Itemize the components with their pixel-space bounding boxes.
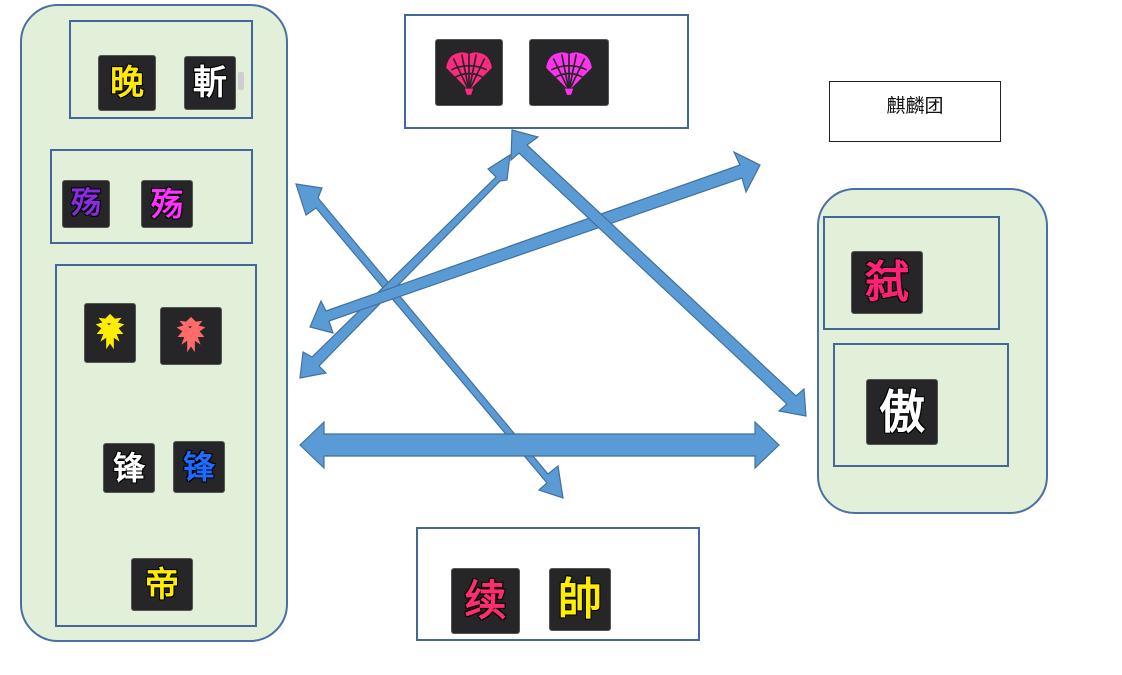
arrow-left-to-right [299,420,780,470]
right-box-2 [833,343,1009,467]
eagle-icon-shape [176,316,206,353]
guild-icon-feng-white: 锋 [103,443,155,493]
arrow-left-to-bottom [295,183,564,499]
arrow-left-to-top [299,153,511,379]
fan-icon [435,39,503,106]
left-box-3 [55,264,257,627]
fan-icon-shape [446,51,492,95]
guild-icon-ao: 傲 [866,379,938,445]
guild-icon-zhan: 斬 [184,56,236,110]
left-box-1 [69,20,253,119]
left-box-2 [50,149,253,244]
guild-icon-shang-magenta: 殇 [141,180,193,228]
guild-icon-di: 帝 [131,558,193,611]
right-box-1 [823,216,1000,330]
fan-icon [529,39,609,106]
edge-marker [238,72,244,90]
arrow-left-to-label [309,150,761,334]
guild-icon-shi: 弑 [851,251,923,314]
guild-label: 麒麟团 [829,81,1001,142]
eagle-icon [84,303,136,363]
fan-icon-shape [546,51,592,95]
guild-icon-shuai: 帥 [549,568,611,631]
arrow-top-to-right [510,129,807,417]
eagle-icon-shape [95,313,125,350]
right-group [817,188,1048,514]
guild-icon-wan: 晚 [98,55,156,111]
guild-icon-shang-purple: 殇 [62,180,110,228]
eagle-icon [160,307,222,365]
guild-icon-feng-blue: 锋 [173,441,225,493]
guild-icon-xu: 续 [451,568,520,634]
